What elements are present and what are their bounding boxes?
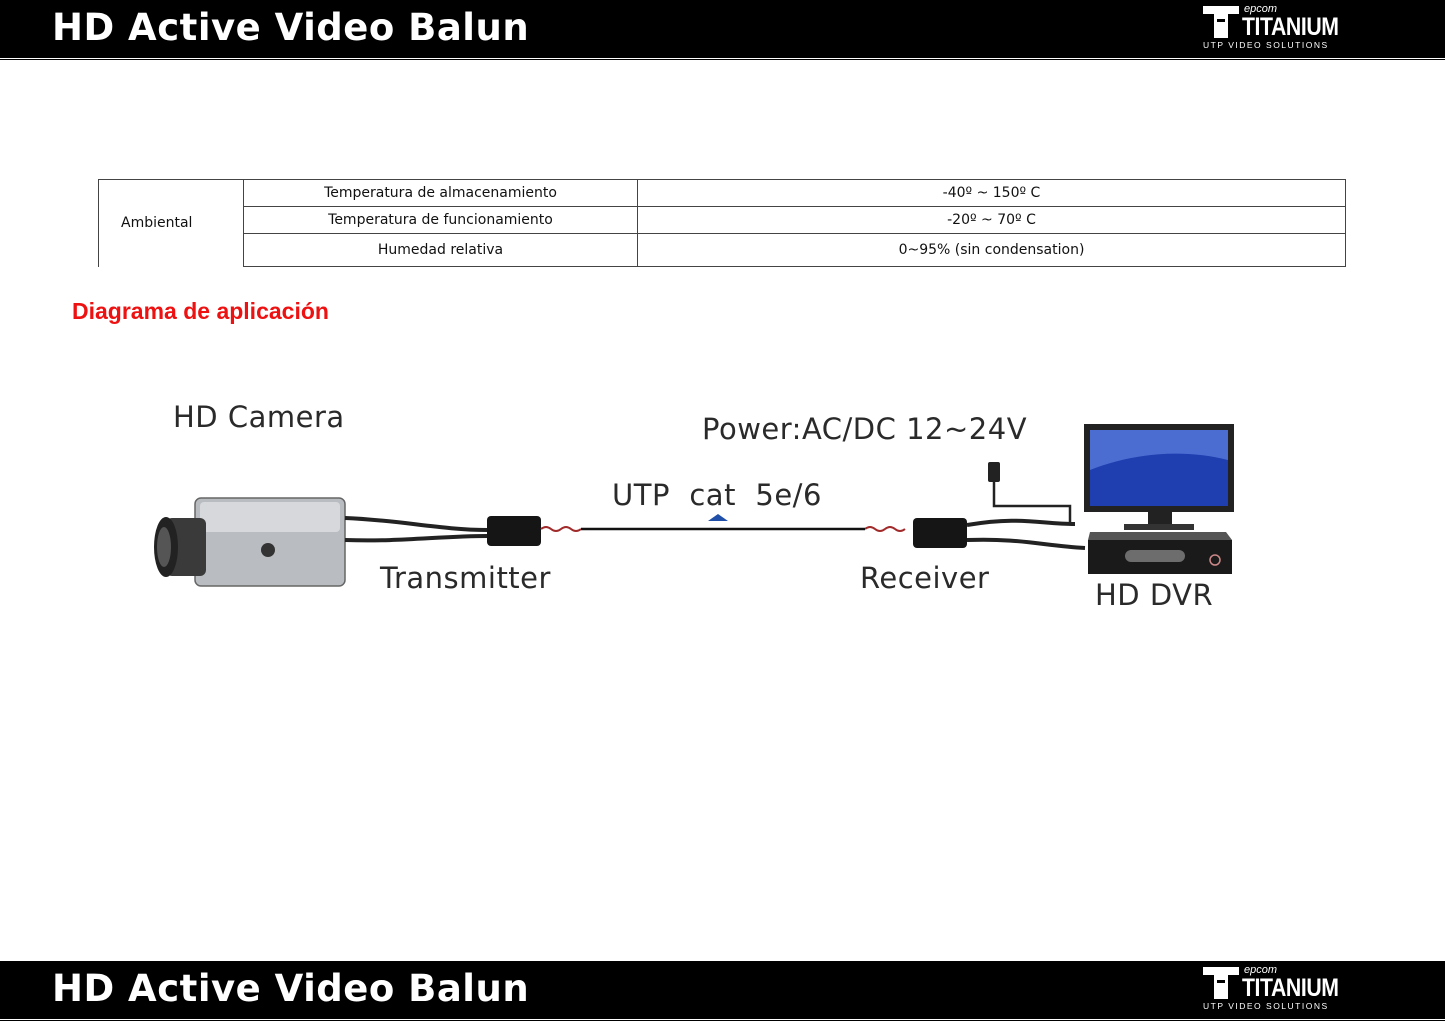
header-rule <box>0 59 1445 60</box>
spec-table: Ambiental Temperatura de almacenamiento … <box>98 179 1346 267</box>
table-row: Ambiental Temperatura de almacenamiento … <box>98 179 1346 267</box>
camera-icon <box>154 497 346 587</box>
transmitter-label: Transmitter <box>380 561 551 595</box>
group-cell: Ambiental <box>98 179 244 267</box>
footer-title: HD Active Video Balun <box>52 967 530 1010</box>
receiver-icon <box>913 518 967 548</box>
monitor-icon <box>1084 424 1234 530</box>
table-row: Humedad relativa 0~95% (sin condensation… <box>99 233 1346 267</box>
cable-label: UTP cat 5e/6 <box>612 478 822 512</box>
application-diagram: HD Camera Power:AC/DC 12~24V UTP cat 5e/… <box>140 390 1260 630</box>
row-value: -40º ~ 150º C <box>637 179 1346 207</box>
transmitter-icon <box>487 516 541 546</box>
camera-label: HD Camera <box>173 400 345 434</box>
row-value: -20º ~ 70º C <box>637 206 1346 234</box>
logo-tagline: UTP VIDEO SOLUTIONS <box>1203 1001 1329 1011</box>
titanium-t-icon <box>1203 6 1239 38</box>
receiver-label: Receiver <box>860 561 990 595</box>
power-cable <box>992 482 1072 524</box>
diagram-graphics <box>154 424 1234 587</box>
header-title: HD Active Video Balun <box>52 6 530 49</box>
logo-small-text: epcom <box>1244 964 1278 976</box>
video-cable <box>966 537 1086 550</box>
logo-brand-text: TITANIUM <box>1242 974 1339 1002</box>
video-cable <box>966 518 1076 527</box>
dvr-label: HD DVR <box>1095 578 1214 612</box>
video-cable <box>344 534 489 543</box>
video-cable <box>344 516 489 532</box>
row-value: 0~95% (sin condensation) <box>637 233 1346 267</box>
footer-banner: HD Active Video Balun epcom TITANIUM UTP… <box>0 961 1445 1019</box>
section-title: Diagrama de aplicación <box>72 298 329 324</box>
power-label: Power:AC/DC 12~24V <box>702 412 1028 446</box>
titanium-logo: epcom TITANIUM UTP VIDEO SOLUTIONS <box>1202 3 1342 53</box>
dvr-icon <box>1088 532 1232 574</box>
twisted-pair <box>540 526 582 532</box>
logo-small-text: epcom <box>1244 3 1278 15</box>
row-label: Temperatura de almacenamiento <box>243 179 638 207</box>
header-banner: HD Active Video Balun epcom TITANIUM UTP… <box>0 0 1445 58</box>
power-plug-icon <box>988 462 1000 482</box>
logo-tagline: UTP VIDEO SOLUTIONS <box>1203 40 1329 50</box>
row-label: Temperatura de funcionamiento <box>243 206 638 234</box>
table-row: Temperatura de funcionamiento -20º ~ 70º… <box>99 206 1346 234</box>
titanium-logo: epcom TITANIUM UTP VIDEO SOLUTIONS <box>1202 964 1342 1014</box>
titanium-t-icon <box>1203 967 1239 999</box>
logo-brand-text: TITANIUM <box>1242 13 1339 41</box>
row-label: Humedad relativa <box>243 233 638 267</box>
footer-rule <box>0 1020 1445 1021</box>
twisted-pair <box>864 526 906 532</box>
cable-marker-icon <box>708 514 728 521</box>
